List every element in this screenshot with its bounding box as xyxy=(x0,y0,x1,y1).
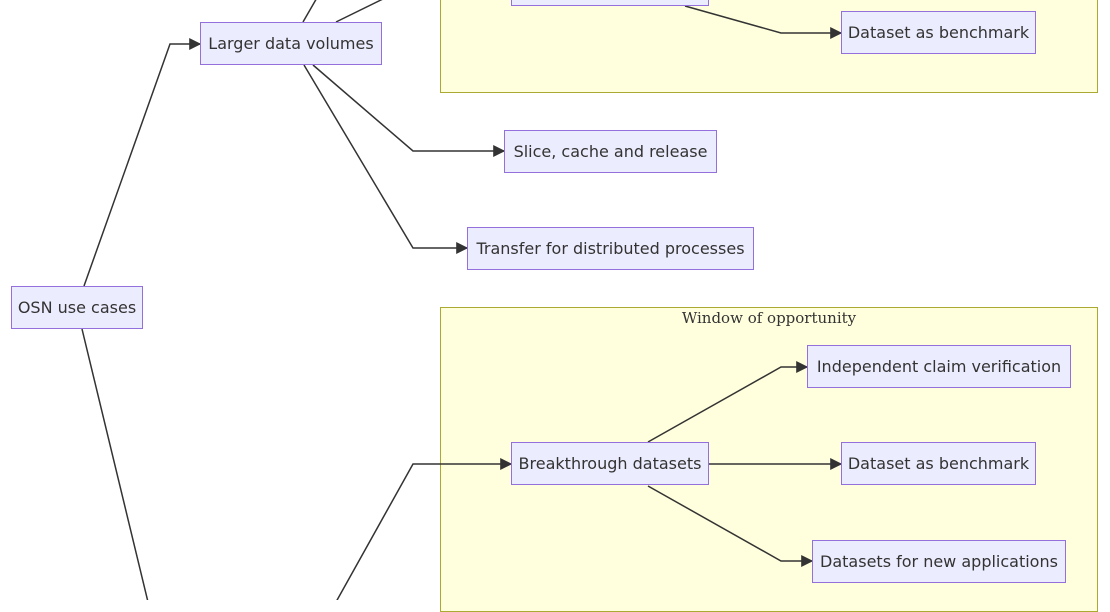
edge-larger-data-up-2 xyxy=(335,0,383,23)
edge-larger-data-up-1 xyxy=(302,0,317,23)
node-dataset-as-benchmark: Dataset as benchmark xyxy=(841,442,1036,485)
edge-root-to-larger-data xyxy=(83,38,202,287)
edge-offscreen-to-breakthrough xyxy=(336,458,513,600)
node-dataset-as-benchmark-top: Dataset as benchmark xyxy=(841,11,1036,54)
edge-root-offscreen xyxy=(81,328,149,600)
node-independent-claim-verification: Independent claim verification xyxy=(807,345,1071,388)
node-datasets-new-applications: Datasets for new applications xyxy=(812,540,1066,583)
edge-larger-data-to-slice xyxy=(312,64,506,157)
node-breakthrough-datasets: Breakthrough datasets xyxy=(511,442,709,485)
edge-breakthrough-to-new-applications xyxy=(647,485,814,567)
node-root: OSN use cases xyxy=(11,286,143,329)
cluster-title: Window of opportunity xyxy=(681,309,857,327)
node-transfer-distributed: Transfer for distributed processes xyxy=(467,227,754,270)
node-larger-data-volumes: Larger data volumes xyxy=(200,22,382,65)
edge-to-top-benchmark xyxy=(684,5,843,39)
edge-breakthrough-to-claim-verification xyxy=(647,361,809,443)
node-offscreen-top xyxy=(511,0,709,6)
node-slice-cache-release: Slice, cache and release xyxy=(504,130,717,173)
edge-larger-data-to-transfer xyxy=(303,64,469,254)
